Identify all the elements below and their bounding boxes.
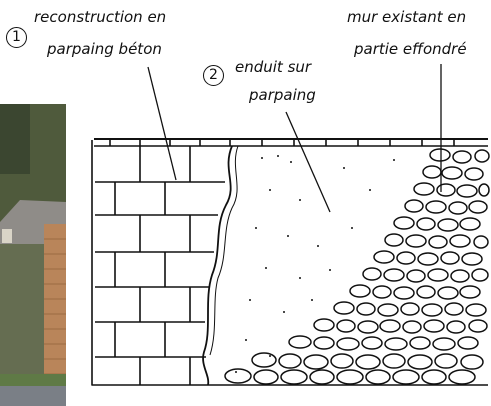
callout-2-line1: enduit sur: [235, 58, 312, 76]
callout-2-line2: parpaing: [249, 86, 316, 104]
leader-line-2: [285, 111, 331, 213]
site-photo: [0, 104, 66, 406]
coping-course: [94, 138, 488, 147]
render-edge-inner: [209, 145, 239, 356]
callout-number-2: 2: [203, 65, 224, 86]
callout-3-line1: mur existant en: [347, 8, 467, 26]
render-edge: [202, 145, 233, 386]
callout-number-1: 1: [6, 27, 27, 48]
render-texture: [235, 155, 395, 373]
drawing-frame: [91, 140, 488, 386]
rubble-stones: [224, 148, 490, 385]
block-wall-courses: [95, 146, 225, 385]
callout-1-line2: parpaing béton: [47, 40, 162, 58]
callout-1-line1: reconstruction en: [34, 8, 167, 26]
callout-3-line2: partie effondré: [354, 40, 467, 58]
leader-line-1: [147, 66, 177, 181]
